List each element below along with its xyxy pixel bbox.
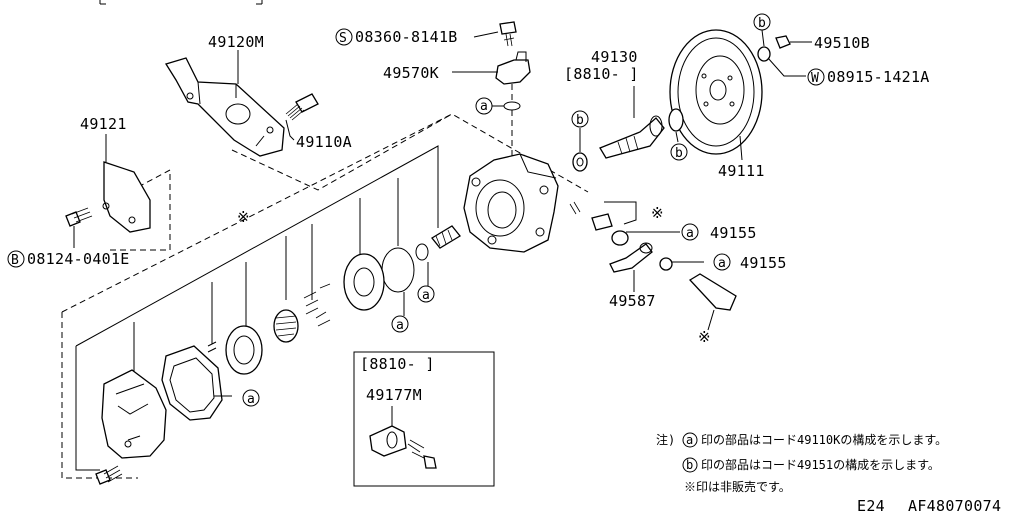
- bolt-49110a: [285, 93, 319, 141]
- label-49121: 49121: [80, 115, 127, 133]
- marker-b-ring-letter: b: [675, 146, 683, 161]
- label-08360-8141b: 08360-8141B: [355, 28, 458, 46]
- label-49120m: 49120M: [208, 33, 264, 51]
- label-49177m: 49177M: [366, 386, 422, 404]
- seal-ring-b: [572, 128, 588, 172]
- note-line-kome: ※印は非販売です。: [684, 479, 791, 494]
- bracket-49120m: [164, 50, 285, 157]
- ring-b2: [668, 108, 684, 143]
- bracket-outline: [110, 169, 171, 251]
- label-49155-2: 49155: [740, 254, 787, 272]
- label-08124-0401e: 08124-0401E: [27, 250, 130, 268]
- label-08915-1421a: 08915-1421A: [827, 68, 930, 86]
- marker-a-connector-letter: a: [480, 99, 488, 114]
- marker-s-circle: [335, 28, 353, 46]
- note-marker-a: [682, 432, 698, 448]
- drive-shaft-49130: [599, 86, 665, 159]
- kome-plate: ※: [237, 208, 250, 226]
- label-49155-1: 49155: [710, 224, 757, 242]
- label-shaft-range: [8810- ]: [564, 65, 639, 83]
- bracket-link: [231, 113, 453, 191]
- marker-a-gasket-letter: a: [247, 392, 255, 407]
- nut-49510b: [775, 35, 812, 49]
- label-49130: 49130: [591, 48, 638, 66]
- marker-a-oring-big-letter: a: [396, 318, 404, 333]
- label-49587: 49587: [609, 292, 656, 310]
- bolt-08124-0401e: [65, 207, 93, 248]
- pulley-49111: [669, 29, 763, 161]
- label-49570k: 49570K: [383, 64, 439, 82]
- marker-a-seal2: [713, 253, 731, 271]
- washer-08915-1421a: [757, 46, 806, 77]
- header-bracket: [99, 0, 263, 5]
- guide-lines: [75, 145, 439, 471]
- fitting-group: [569, 201, 737, 331]
- connector-49570k: [495, 51, 531, 160]
- note-marker-b: [682, 457, 698, 473]
- marker-b-seal-letter: b: [576, 113, 584, 128]
- footer-page: E24: [857, 497, 885, 512]
- marker-b-letter: B: [11, 253, 19, 268]
- marker-b-circle: [7, 250, 25, 268]
- pump-internals: [95, 225, 461, 485]
- label-49110a: 49110A: [296, 133, 352, 151]
- marker-w-circle: [807, 68, 825, 86]
- kome-bolt: ※: [698, 328, 711, 346]
- label-inset-range: [8810- ]: [360, 355, 435, 373]
- marker-a-oring-small-letter: a: [422, 288, 430, 303]
- label-49510b: 49510B: [814, 34, 870, 52]
- marker-b-seal: [571, 110, 589, 128]
- marker-w-letter: W: [811, 71, 819, 86]
- note-marker-b-letter: b: [686, 458, 693, 472]
- marker-a-gasket: [242, 389, 260, 407]
- marker-a-seal1-letter: a: [686, 226, 694, 241]
- inset-box: [353, 351, 495, 487]
- marker-a-oring-small: [417, 285, 435, 303]
- note-prefix: 注): [656, 432, 675, 447]
- marker-b-nut-letter: b: [758, 16, 766, 31]
- note-line-b: 印の部品はコード49151の構成を示します。: [701, 457, 940, 472]
- bolt-08360-8141b: [499, 21, 517, 47]
- kome-fitting: ※: [651, 204, 664, 222]
- marker-s-letter: S: [339, 31, 347, 46]
- marker-a-seal2-letter: a: [718, 256, 726, 271]
- marker-a-oring-big: [391, 315, 409, 333]
- footer-code: AF48070074: [908, 497, 1001, 512]
- note-line-a: 印の部品はコード49110Kの構成を示します。: [701, 432, 947, 447]
- label-49111: 49111: [718, 162, 765, 180]
- marker-a-seal1: [681, 223, 699, 241]
- pump-body: [463, 153, 559, 253]
- note-marker-a-letter: a: [686, 433, 693, 447]
- marker-b-ring: [670, 143, 688, 161]
- bracket-49121: [102, 134, 151, 233]
